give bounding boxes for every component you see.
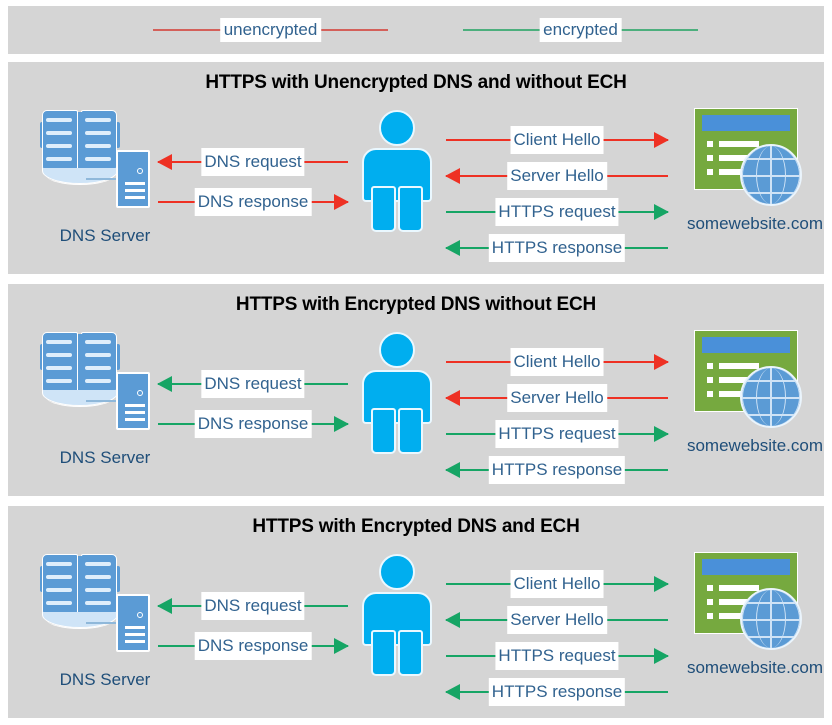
diagram-panel-1: HTTPS with Unencrypted DNS and without E… (8, 62, 824, 274)
legend-item-encrypted: encrypted (463, 6, 698, 54)
flow-dns-request: DNS request (157, 148, 348, 176)
flow-label: Server Hello (507, 606, 607, 634)
website-label: somewebsite.com (686, 436, 824, 455)
flow-server-hello: Server Hello (445, 606, 668, 634)
flow-label: HTTPS request (495, 642, 619, 670)
panel-title: HTTPS with Encrypted DNS without ECH (235, 294, 597, 315)
flow-https-response: HTTPS response (445, 456, 668, 484)
dns-server-label: DNS Server (59, 226, 151, 245)
flow-client-hello: Client Hello (446, 126, 669, 154)
flow-client-hello: Client Hello (446, 570, 669, 598)
server-tower-icon (116, 372, 150, 430)
arrowhead-left-icon (445, 240, 460, 256)
flow-dns-request: DNS request (157, 370, 348, 398)
flow-label: HTTPS response (488, 234, 626, 262)
website-label: somewebsite.com (686, 214, 824, 233)
arrowhead-left-icon (445, 168, 460, 184)
legend-label-encrypted: encrypted (539, 18, 622, 42)
flow-label: Server Hello (507, 384, 607, 412)
arrowhead-left-icon (157, 376, 172, 392)
dns-link-line (86, 622, 118, 624)
flow-dns-request: DNS request (157, 592, 348, 620)
dns-link-line (86, 178, 118, 180)
server-tower-icon (116, 150, 150, 208)
globe-icon (740, 144, 802, 206)
diagram-panel-2: HTTPS with Encrypted DNS without ECH DNS … (8, 284, 824, 496)
website-node: somewebsite.com (680, 552, 830, 702)
arrowhead-right-icon (334, 416, 349, 432)
flow-https-response: HTTPS response (445, 234, 668, 262)
flow-label: HTTPS request (495, 420, 619, 448)
legend-item-unencrypted: unencrypted (153, 6, 388, 54)
flow-server-hello: Server Hello (445, 384, 668, 412)
flow-label: HTTPS response (488, 456, 626, 484)
arrowhead-right-icon (654, 426, 669, 442)
flow-label: HTTPS response (488, 678, 626, 706)
flow-label: DNS request (201, 370, 305, 398)
arrowhead-left-icon (445, 612, 460, 628)
book-icon (40, 552, 120, 630)
arrowhead-right-icon (334, 194, 349, 210)
flow-dns-response: DNS response (158, 410, 349, 438)
arrowhead-right-icon (654, 576, 669, 592)
flow-client-hello: Client Hello (446, 348, 669, 376)
arrowhead-right-icon (654, 132, 669, 148)
flow-label: DNS response (194, 410, 312, 438)
panel-title: HTTPS with Unencrypted DNS and without E… (205, 72, 627, 93)
arrowhead-right-icon (654, 648, 669, 664)
flow-https-request: HTTPS request (446, 420, 669, 448)
legend-panel: unencrypted encrypted (8, 6, 824, 54)
arrowhead-right-icon (654, 354, 669, 370)
dns-server-node: DNS Server (30, 330, 180, 480)
flow-https-response: HTTPS response (445, 678, 668, 706)
flow-dns-response: DNS response (158, 188, 349, 216)
diagram-panel-3: HTTPS with Encrypted DNS and ECH DNS Serv… (8, 506, 824, 718)
arrowhead-left-icon (445, 462, 460, 478)
arrowhead-left-icon (445, 390, 460, 406)
book-icon (40, 108, 120, 186)
flow-label: HTTPS request (495, 198, 619, 226)
flow-dns-response: DNS response (158, 632, 349, 660)
flow-server-hello: Server Hello (445, 162, 668, 190)
flow-https-request: HTTPS request (446, 642, 669, 670)
flow-label: DNS request (201, 592, 305, 620)
flow-label: DNS response (194, 188, 312, 216)
arrowhead-right-icon (334, 638, 349, 654)
server-tower-icon (116, 594, 150, 652)
arrowhead-left-icon (157, 598, 172, 614)
arrowhead-left-icon (157, 154, 172, 170)
arrowhead-left-icon (445, 684, 460, 700)
arrowhead-right-icon (654, 204, 669, 220)
website-node: somewebsite.com (680, 330, 830, 480)
flow-label: Server Hello (507, 162, 607, 190)
book-icon (40, 330, 120, 408)
flow-label: DNS request (201, 148, 305, 176)
dns-link-line (86, 400, 118, 402)
flow-https-request: HTTPS request (446, 198, 669, 226)
user-person-icon (360, 332, 434, 454)
legend-label-unencrypted: unencrypted (219, 18, 322, 42)
globe-icon (740, 366, 802, 428)
user-person-icon (360, 110, 434, 232)
flow-label: Client Hello (510, 570, 604, 598)
website-node: somewebsite.com (680, 108, 830, 258)
flow-label: DNS response (194, 632, 312, 660)
website-label: somewebsite.com (686, 658, 824, 677)
dns-server-label: DNS Server (59, 670, 151, 689)
panel-title: HTTPS with Encrypted DNS and ECH (252, 516, 580, 537)
flow-label: Client Hello (510, 126, 604, 154)
user-person-icon (360, 554, 434, 676)
dns-server-node: DNS Server (30, 552, 180, 702)
dns-server-node: DNS Server (30, 108, 180, 258)
dns-server-label: DNS Server (59, 448, 151, 467)
flow-label: Client Hello (510, 348, 604, 376)
globe-icon (740, 588, 802, 650)
